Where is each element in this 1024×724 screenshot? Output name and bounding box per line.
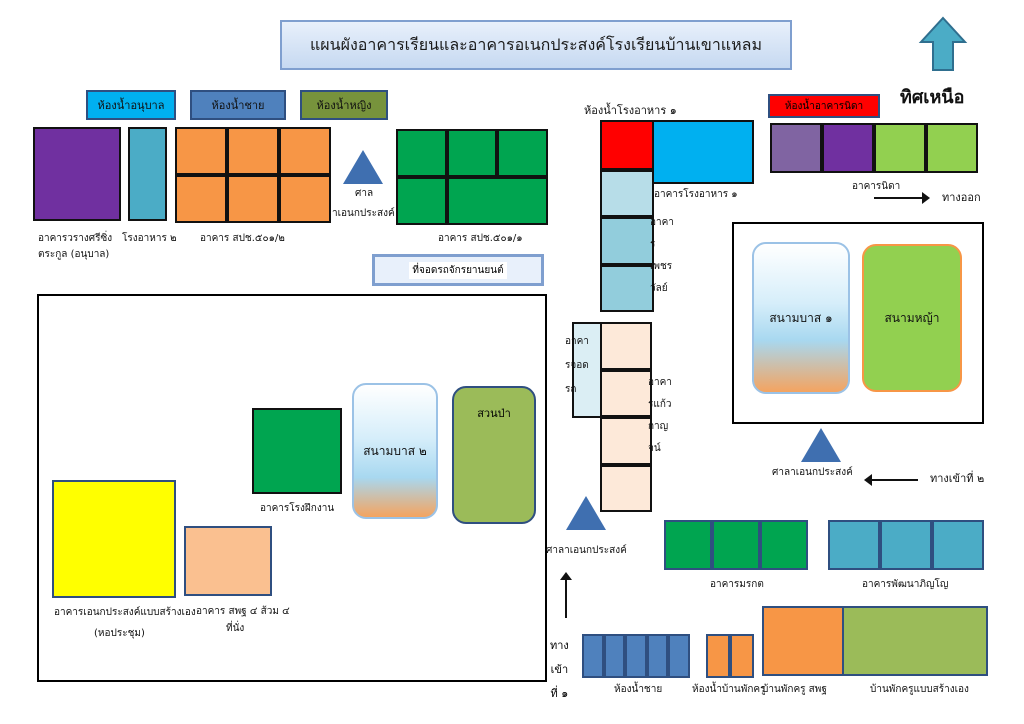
morakot-building — [664, 520, 808, 570]
building-501-1-label: อาคาร สปช.๕๐๑/๑ — [438, 233, 523, 244]
spch-building-label-2: ที่นั่ง — [226, 623, 245, 634]
parking-sign-label: ที่จอดรถจักรยานยนต์ — [409, 261, 507, 279]
kaew-building — [600, 322, 652, 512]
north-label: ทิศเหนือ — [900, 87, 965, 108]
grass-field-label: สนามหญ้า — [884, 310, 940, 325]
north-arrow-icon — [918, 16, 968, 71]
kaew-label-line-2: รแก้ว — [648, 399, 672, 410]
kaew-label-line-4: จน์ — [648, 443, 661, 454]
parking-building-line-1: อาคา — [565, 336, 589, 347]
entrance-1-label: ทาง เข้า ที่ ๑ — [550, 634, 569, 706]
teacher-restroom — [706, 634, 754, 678]
sala-right-marker — [801, 428, 841, 462]
nida-building-label: อาคารนิดา — [852, 181, 901, 192]
kaew-label-line-1: อาคา — [648, 377, 672, 388]
entrance-1-line-3: ที่ ๑ — [550, 687, 569, 700]
canteen-1-building — [652, 120, 754, 184]
basketball-court-2: สนามบาส ๒ — [352, 383, 438, 519]
parking-sign: ที่จอดรถจักรยานยนต์ — [372, 254, 544, 286]
parking-building-line-3: รถ — [565, 384, 577, 395]
basketball-court-1-label: สนามบาส ๑ — [769, 310, 833, 325]
legend-male-restroom-text: ห้องน้ำชาย — [211, 99, 265, 112]
sala-center-marker — [566, 496, 606, 530]
sala-right-label: ศาลาเอนกประสงค์ — [772, 467, 853, 478]
canteen-restroom — [600, 120, 654, 170]
garden: สวนป่า — [452, 386, 536, 524]
exit-right-arrow-icon — [874, 192, 930, 204]
legend-female-restroom: ห้องน้ำหญิง — [300, 90, 388, 120]
phet-label-line-3: เพชร — [650, 261, 673, 272]
spch-building — [184, 526, 272, 596]
kaew-label-line-3: กาญ — [648, 421, 669, 432]
teacher-house-spch — [762, 606, 844, 676]
entrance-2-left-arrow-icon — [864, 474, 918, 486]
teacher-restroom-label: ห้องน้ำบ้านพักครู — [692, 684, 766, 695]
parking-building-line-2: รจอด — [565, 360, 589, 371]
entrance-1-line-2: เข้า — [550, 663, 569, 676]
training-building-label: อาคารโรงฝึกงาน — [260, 503, 335, 514]
parking-building-label: อาคา รจอด รถ — [565, 330, 589, 402]
sala-left-label-1: ศาล — [355, 188, 374, 199]
teacher-house-self — [842, 606, 988, 676]
entrance-1-line-1: ทาง — [550, 639, 569, 652]
grass-field: สนามหญ้า — [862, 244, 962, 392]
building-501-2 — [175, 127, 331, 223]
teacher-house-spch-label: บ้านพักครู สพฐ — [762, 684, 827, 695]
basketball-court-1: สนามบาส ๑ — [752, 242, 850, 394]
spch-building-label-1: อาคาร สพฐ ๔ ส้วม ๔ — [196, 606, 290, 617]
building-501-2-label: อาคาร สปช.๕๐๑/๒ — [200, 233, 285, 244]
phet-building — [600, 170, 654, 312]
teacher-house-self-label: บ้านพักครูแบบสร้างเอง — [870, 684, 969, 695]
garden-label: สวนป่า — [477, 407, 511, 420]
multipurpose-hall — [52, 480, 176, 598]
kaew-building-label: อาคา รแก้ว กาญ จน์ — [648, 372, 672, 460]
entrance-2-label: ทางเข้าที่ ๒ — [930, 472, 985, 485]
phet-label-line-2: ร — [650, 239, 656, 250]
training-building — [252, 408, 342, 494]
male-restroom-bottom — [582, 634, 690, 678]
map-title-text: แผนผังอาคารเรียนและอาคารอเนกประสงค์โรงเร… — [309, 34, 763, 54]
sala-center-label: ศาลาเอนกประสงค์ — [546, 545, 627, 556]
legend-female-restroom-text: ห้องน้ำหญิง — [316, 99, 372, 112]
nida-restroom-label: ห้องน้ำอาคารนิดา — [784, 100, 864, 112]
canteen-2-label: โรงอาหาร ๒ — [122, 233, 177, 244]
nida-restroom: ห้องน้ำอาคารนิดา — [768, 94, 880, 118]
phatthana-building — [828, 520, 984, 570]
legend-kindergarten-restroom: ห้องน้ำอนุบาล — [86, 90, 176, 120]
phet-building-label: อาคา ร เพชร วัลย์ — [650, 212, 674, 300]
building-501-1 — [396, 129, 548, 225]
basketball-court-2-label: สนามบาส ๒ — [363, 443, 427, 458]
legend-kindergarten-restroom-text: ห้องน้ำอนุบาล — [97, 99, 165, 112]
canteen-restroom-label: ห้องน้ำโรงอาหาร ๑ — [584, 104, 677, 117]
multipurpose-hall-label-1: อาคารเอนกประสงค์แบบสร้างเอง — [54, 607, 196, 618]
entrance-1-up-arrow-icon — [560, 572, 572, 618]
male-restroom-bottom-label: ห้องน้ำชาย — [614, 684, 663, 695]
canteen-2-building — [128, 127, 167, 221]
sala-left-marker — [343, 150, 383, 184]
kindergarten-building-sub: ตระกูล (อนุบาล) — [38, 249, 110, 260]
phet-label-line-4: วัลย์ — [650, 283, 668, 294]
morakot-building-label: อาคารมรกต — [710, 579, 764, 590]
sala-left-label-2: าเอนกประสงค์ — [332, 208, 395, 219]
map-title: แผนผังอาคารเรียนและอาคารอเนกประสงค์โรงเร… — [280, 20, 792, 70]
nida-building — [770, 123, 978, 173]
exit-label: ทางออก — [942, 191, 981, 204]
legend-male-restroom: ห้องน้ำชาย — [190, 90, 286, 120]
canteen-1-label: อาคารโรงอาหาร ๑ — [654, 189, 738, 200]
kindergarten-building-label: อาคารวรางศรีซิ่ง — [38, 233, 113, 244]
kindergarten-building — [33, 127, 121, 221]
phatthana-building-label: อาคารพัฒนาภิญโญ — [862, 579, 949, 590]
multipurpose-hall-label-2: (หอประชุม) — [94, 628, 145, 639]
phet-label-line-1: อาคา — [650, 217, 674, 228]
